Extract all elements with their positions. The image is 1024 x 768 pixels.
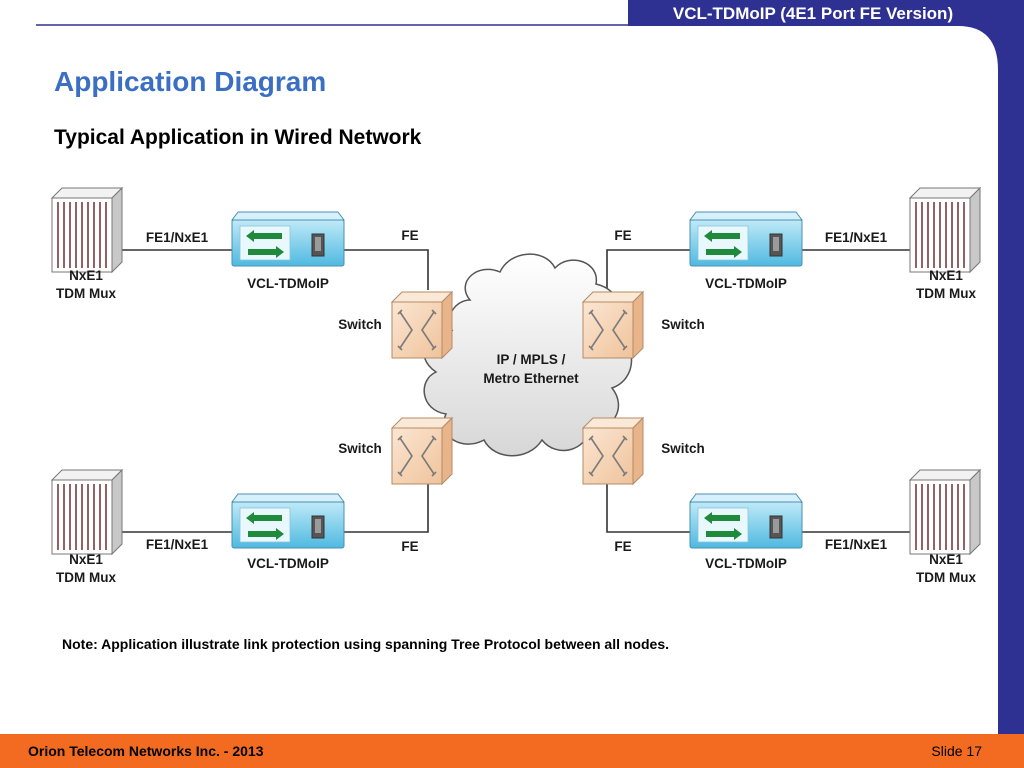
note-text: Note: Application illustrate link protec… [62, 636, 669, 652]
header-title: VCL-TDMoIP (4E1 Port FE Version) [672, 4, 954, 23]
slide-subtitle: Typical Application in Wired Network [54, 126, 422, 149]
footer-company: Orion Telecom Networks Inc. - 2013 [28, 743, 264, 759]
slide-title: Application Diagram [54, 66, 327, 97]
slide-number: Slide 17 [931, 743, 982, 759]
footer-bar: Orion Telecom Networks Inc. - 2013 Slide… [0, 734, 1024, 768]
